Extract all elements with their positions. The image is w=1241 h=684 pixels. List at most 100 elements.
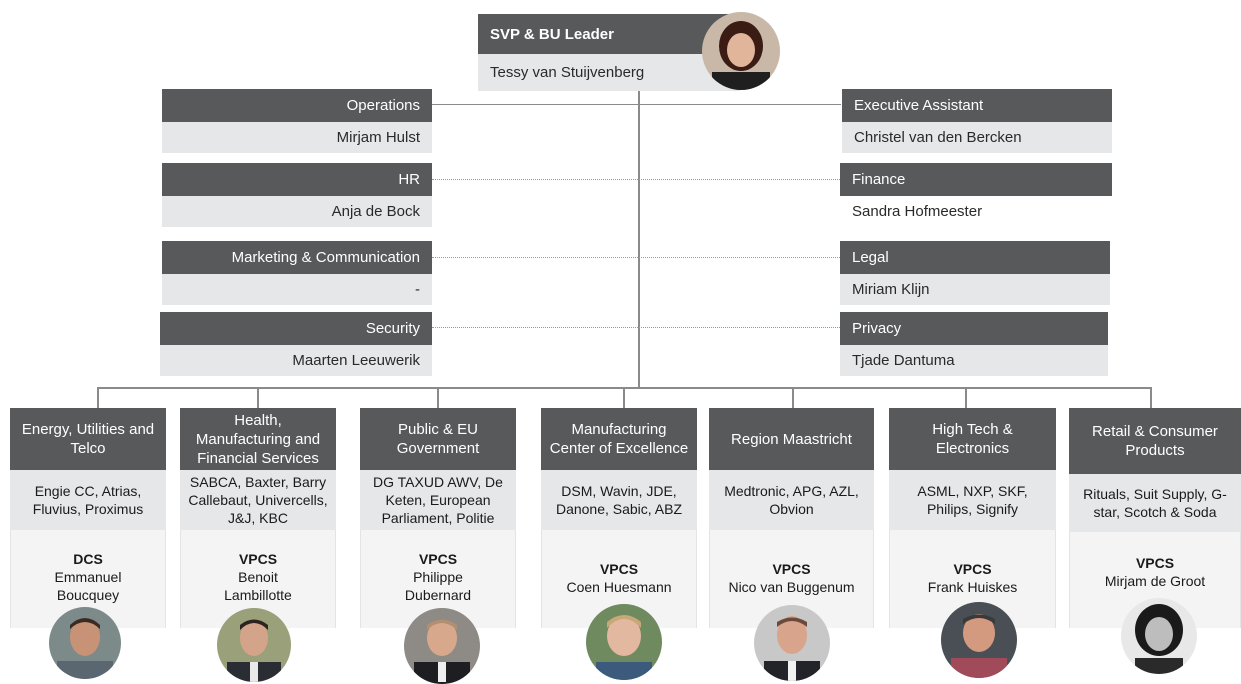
lead-name: Coen Huesmann bbox=[566, 579, 672, 595]
unit-name: Energy, Utilities and Telco bbox=[21, 421, 155, 457]
unit-header: High Tech & Electronics bbox=[889, 408, 1056, 470]
customers-text: DSM, Wavin, JDE, Danone, Sabic, ABZ bbox=[555, 483, 683, 517]
security-name: Maarten Leeuwerik bbox=[292, 352, 420, 369]
operations-name-box: Mirjam Hulst bbox=[162, 122, 432, 153]
lead-role: DCS bbox=[73, 551, 103, 567]
col-drop-1 bbox=[97, 387, 99, 409]
marketing-role: Marketing & Communication bbox=[231, 249, 420, 266]
unit-name: Retail & Consumer Products bbox=[1092, 423, 1218, 459]
security-name-box: Maarten Leeuwerik bbox=[160, 345, 432, 376]
legal-name: Miriam Klijn bbox=[852, 281, 930, 298]
hr-name-box: Anja de Bock bbox=[162, 196, 432, 227]
leader-photo bbox=[702, 12, 780, 90]
executive-assistant-role: Executive Assistant bbox=[854, 97, 984, 114]
customers-text: Medtronic, APG, AZL, Obvion bbox=[724, 483, 859, 517]
unit-lead: VPCS Mirjam de Groot bbox=[1069, 532, 1241, 628]
lead-name: Benoit Lambillotte bbox=[224, 569, 292, 603]
legal-name-box: Miriam Klijn bbox=[840, 274, 1110, 305]
lead-name: Emmanuel Boucquey bbox=[54, 569, 122, 603]
customers-text: ASML, NXP, SKF, Philips, Signify bbox=[917, 483, 1028, 517]
lead-role: VPCS bbox=[599, 561, 639, 577]
unit-customers: Engie CC, Atrias, Fluvius, Proximus bbox=[10, 470, 166, 530]
lead-photo bbox=[586, 604, 662, 680]
executive-assistant-connector bbox=[639, 104, 841, 105]
finance-name: Sandra Hofmeester bbox=[852, 203, 983, 220]
customers-text: SABCA, Baxter, Barry Callebaut, Univerce… bbox=[188, 474, 328, 526]
privacy-name-box: Tjade Dantuma bbox=[840, 345, 1108, 376]
unit-name: Public & EU Government bbox=[396, 421, 480, 457]
hr-role: HR bbox=[398, 171, 420, 188]
finance-role: Finance bbox=[852, 171, 906, 188]
marketing-name-box: - bbox=[162, 274, 432, 305]
leader-name: Tessy van Stuijvenberg bbox=[478, 54, 740, 91]
hr-name: Anja de Bock bbox=[331, 203, 420, 220]
col-drop-5 bbox=[792, 387, 794, 409]
operations-role: Operations bbox=[346, 97, 420, 114]
marketing-legal-connector bbox=[432, 257, 840, 258]
customers-text: Engie CC, Atrias, Fluvius, Proximus bbox=[32, 483, 144, 517]
operations-connector bbox=[432, 104, 640, 105]
unit-name: Manufacturing Center of Excellence bbox=[549, 421, 689, 457]
col-drop-3 bbox=[437, 387, 439, 409]
lead-photo bbox=[217, 608, 291, 682]
lead-name: Philippe Dubernard bbox=[404, 569, 472, 603]
security-role: Security bbox=[365, 320, 420, 337]
lead-name: Mirjam de Groot bbox=[1104, 573, 1206, 589]
unit-name: High Tech & Electronics bbox=[932, 421, 1013, 457]
finance-header: Finance bbox=[840, 163, 1112, 196]
unit-header: Health, Manufacturing and Financial Serv… bbox=[180, 408, 336, 470]
executive-assistant-name: Christel van den Bercken bbox=[854, 129, 1022, 146]
marketing-header: Marketing & Communication bbox=[162, 241, 432, 274]
marketing-name: - bbox=[415, 281, 420, 298]
col-drop-2 bbox=[257, 387, 259, 409]
customers-text: Rituals, Suit Supply, G-star, Scotch & S… bbox=[1083, 486, 1227, 520]
hr-finance-connector bbox=[432, 179, 840, 180]
lead-photo bbox=[1121, 598, 1197, 674]
unit-customers: ASML, NXP, SKF, Philips, Signify bbox=[889, 470, 1056, 530]
leader-title: SVP & BU Leader bbox=[478, 14, 740, 54]
legal-header: Legal bbox=[840, 241, 1110, 274]
lead-photo bbox=[49, 607, 121, 679]
unit-customers: Rituals, Suit Supply, G-star, Scotch & S… bbox=[1069, 474, 1241, 532]
col-drop-6 bbox=[965, 387, 967, 409]
col-drop-4 bbox=[623, 387, 625, 409]
leader-title-text: SVP & BU Leader bbox=[490, 25, 614, 43]
unit-header: Retail & Consumer Products bbox=[1069, 408, 1241, 474]
lead-role: VPCS bbox=[238, 551, 278, 567]
unit-header: Region Maastricht bbox=[709, 408, 874, 470]
lead-role: VPCS bbox=[418, 551, 458, 567]
unit-customers: Medtronic, APG, AZL, Obvion bbox=[709, 470, 874, 530]
operations-name: Mirjam Hulst bbox=[336, 129, 420, 146]
unit-header: Energy, Utilities and Telco bbox=[10, 408, 166, 470]
col-drop-7 bbox=[1150, 387, 1152, 409]
unit-header: Public & EU Government bbox=[360, 408, 516, 470]
finance-name-box: Sandra Hofmeester bbox=[840, 196, 1112, 227]
security-privacy-connector bbox=[432, 327, 840, 328]
lead-photo bbox=[941, 602, 1017, 678]
executive-assistant-header: Executive Assistant bbox=[842, 89, 1112, 122]
hr-header: HR bbox=[162, 163, 432, 196]
lead-name: Nico van Buggenum bbox=[728, 579, 855, 595]
unit-name: Health, Manufacturing and Financial Serv… bbox=[195, 411, 321, 467]
unit-customers: DSM, Wavin, JDE, Danone, Sabic, ABZ bbox=[541, 470, 697, 530]
lead-role: VPCS bbox=[772, 561, 811, 577]
unit-header: Manufacturing Center of Excellence bbox=[541, 408, 697, 470]
lead-role: VPCS bbox=[1135, 555, 1175, 571]
security-header: Security bbox=[160, 312, 432, 345]
privacy-header: Privacy bbox=[840, 312, 1108, 345]
customers-text: DG TAXUD AWV, De Keten, European Parliam… bbox=[373, 474, 503, 526]
privacy-name: Tjade Dantuma bbox=[852, 352, 955, 369]
lead-role: VPCS bbox=[953, 561, 992, 577]
unit-customers: DG TAXUD AWV, De Keten, European Parliam… bbox=[360, 470, 516, 530]
lead-name: Frank Huiskes bbox=[927, 579, 1018, 595]
unit-name: Region Maastricht bbox=[731, 430, 852, 448]
privacy-role: Privacy bbox=[852, 320, 902, 337]
unit-customers: SABCA, Baxter, Barry Callebaut, Univerce… bbox=[180, 470, 336, 530]
lead-photo bbox=[754, 605, 830, 681]
leader-name-text: Tessy van Stuijvenberg bbox=[490, 64, 645, 81]
executive-assistant-name-box: Christel van den Bercken bbox=[842, 122, 1112, 153]
legal-role: Legal bbox=[852, 249, 889, 266]
trunk-line bbox=[638, 88, 640, 388]
lead-photo bbox=[404, 608, 480, 684]
operations-header: Operations bbox=[162, 89, 432, 122]
